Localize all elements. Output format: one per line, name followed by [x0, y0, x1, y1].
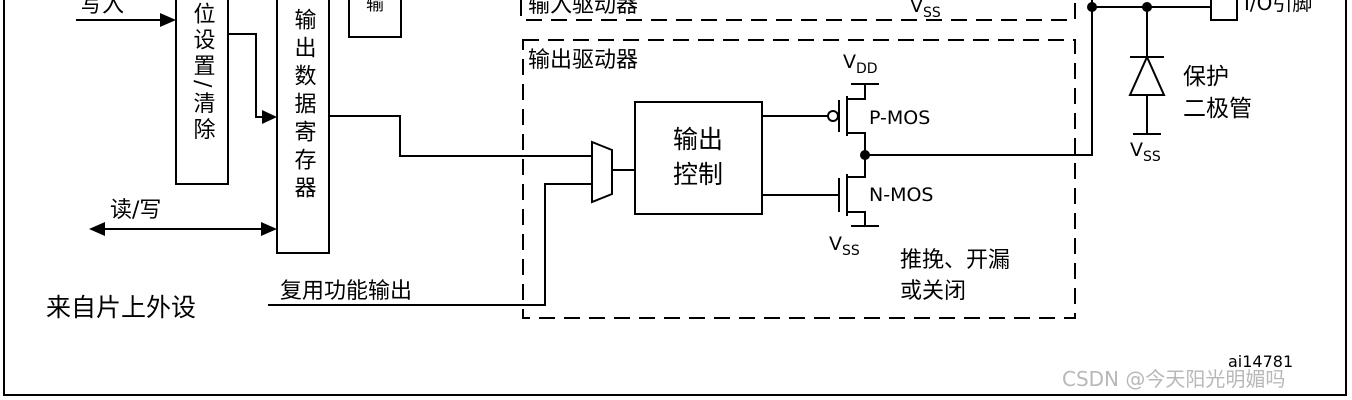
bsr-to-odr-line — [228, 33, 264, 118]
pmos-source — [847, 84, 866, 100]
write-arrowhead — [160, 13, 176, 27]
output-driver-box — [522, 39, 1076, 319]
nmos-label: N-MOS — [869, 184, 933, 206]
output-driver-label: 输出驱动器 — [528, 48, 638, 73]
from-peripheral-label: 来自片上外设 — [46, 293, 196, 322]
push-pull-label-1: 推挽、开漏 — [900, 248, 1010, 273]
io-pin-box — [1210, 0, 1238, 21]
bit-set-clear-label: 位设置/清除 — [190, 2, 216, 143]
nmos-drain — [847, 155, 866, 178]
pmos-label: P-MOS — [869, 107, 930, 129]
vss-nmos-label: VSS — [829, 233, 860, 259]
bit-set-clear-register — [175, 0, 229, 185]
pmos-gate-bubble — [827, 110, 839, 122]
outer-frame — [3, 0, 1347, 396]
partial-register-box — [348, 0, 402, 38]
partial-register-glyph: 输 — [366, 0, 384, 15]
odr-to-mux-line — [329, 115, 592, 157]
bsr-to-odr-arrowhead — [262, 110, 277, 124]
multiplexer — [591, 140, 613, 204]
pmos-drain — [847, 132, 866, 155]
output-control-label-1: 输出 — [673, 125, 723, 154]
diode-triangle — [1128, 54, 1166, 96]
output-data-register-label: 输出数据寄存器 — [291, 8, 317, 204]
read-write-arrowhead-right — [261, 222, 277, 236]
vdd-label: VDD — [843, 51, 878, 77]
io-pin-label: I/O引脚 — [1244, 0, 1312, 15]
write-label: 写入 — [80, 0, 124, 18]
read-write-label: 读/写 — [110, 198, 161, 223]
figure-id: ai14781 — [1228, 352, 1293, 371]
read-write-arrowhead-left — [89, 222, 105, 236]
protect-diode-label-2: 二极管 — [1183, 96, 1252, 122]
alt-func-line — [268, 183, 592, 306]
watermark: CSDN @今天阳光明媚吗 — [1062, 367, 1285, 391]
input-driver-label: 输入驱动器 — [528, 0, 638, 18]
input-driver-box — [520, 0, 1076, 21]
vss-top-label: VSS — [910, 0, 941, 21]
vss-diode-label: VSS — [1130, 139, 1161, 165]
protect-diode-label-1: 保护 — [1183, 64, 1229, 90]
nmos-source — [847, 211, 866, 226]
output-control-label-2: 控制 — [673, 160, 723, 189]
output-data-register — [276, 0, 330, 254]
output-control-block — [634, 101, 763, 215]
alt-func-output-label: 复用功能输出 — [280, 279, 412, 304]
output-to-pin-line — [865, 7, 1093, 156]
push-pull-label-2: 或关闭 — [900, 279, 966, 304]
